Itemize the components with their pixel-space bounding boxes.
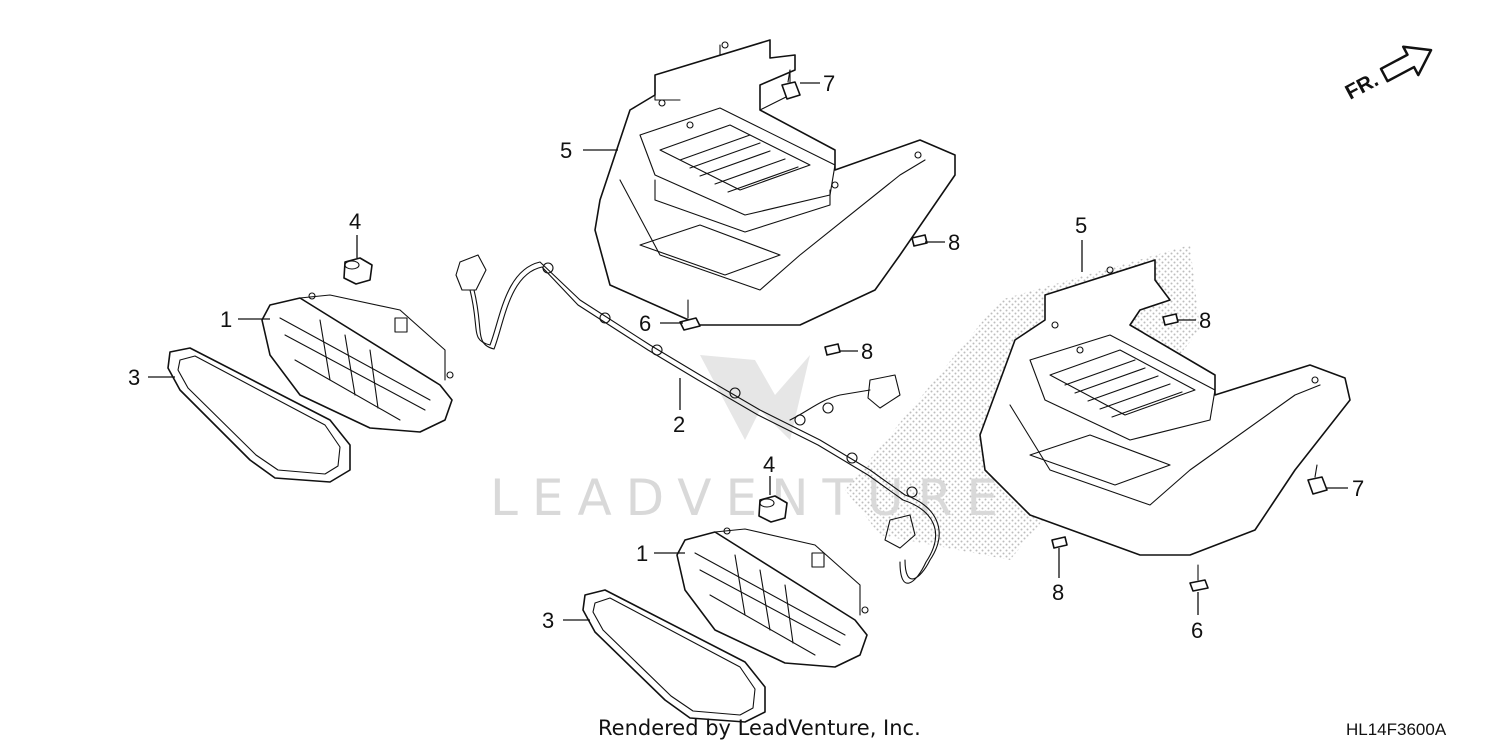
callout-3-upper: 3 <box>128 365 140 390</box>
diagram-code: HL14F3600A <box>1346 720 1447 739</box>
screw-8-b <box>824 343 841 356</box>
callout-5-upper: 5 <box>560 138 572 163</box>
callout-7-right: 7 <box>1352 476 1364 501</box>
callout-1-upper: 1 <box>220 307 232 332</box>
callout-7-upper: 7 <box>823 71 835 96</box>
clip-7-upper <box>781 69 801 100</box>
callout-6-lower: 6 <box>1191 618 1203 643</box>
callout-6-upper: 6 <box>639 311 651 336</box>
screw-8-d <box>1051 536 1068 549</box>
tail-light-lower <box>676 527 869 668</box>
callout-3-lower: 3 <box>542 608 554 633</box>
callout-8-a: 8 <box>948 230 960 255</box>
lens-rim-left <box>167 347 351 483</box>
bolt-6-upper <box>679 299 701 331</box>
front-direction-arrow-icon: FR. <box>1342 45 1433 104</box>
lens-rim-lower <box>582 589 766 723</box>
callout-labels: 1 1 2 3 3 4 4 5 5 6 6 7 7 8 8 8 8 <box>128 71 1364 643</box>
callout-8-d: 8 <box>1052 580 1064 605</box>
callout-8-c: 8 <box>1199 308 1211 333</box>
grommet-upper <box>343 257 373 285</box>
tail-light-left <box>261 292 454 433</box>
leader-lines <box>148 82 1348 621</box>
callout-8-b: 8 <box>861 339 873 364</box>
rear-fender-right <box>979 259 1351 556</box>
callout-4-lower: 4 <box>763 452 775 477</box>
callout-2: 2 <box>673 412 685 437</box>
rear-fender-upper <box>594 39 956 326</box>
screw-8-a <box>911 234 928 247</box>
watermark-text: LEADVENTURE <box>490 469 1012 527</box>
screw-8-c <box>1162 313 1179 326</box>
callout-5-right: 5 <box>1075 213 1087 238</box>
grommet-lower <box>758 495 788 523</box>
callout-1-lower: 1 <box>636 541 648 566</box>
wire-harness <box>455 254 940 584</box>
bolt-6-lower <box>1189 564 1209 592</box>
clip-7-right <box>1307 464 1328 495</box>
callout-4-upper: 4 <box>349 209 361 234</box>
render-credit: Rendered by LeadVenture, Inc. <box>598 716 921 740</box>
direction-label: FR. <box>1342 68 1383 104</box>
